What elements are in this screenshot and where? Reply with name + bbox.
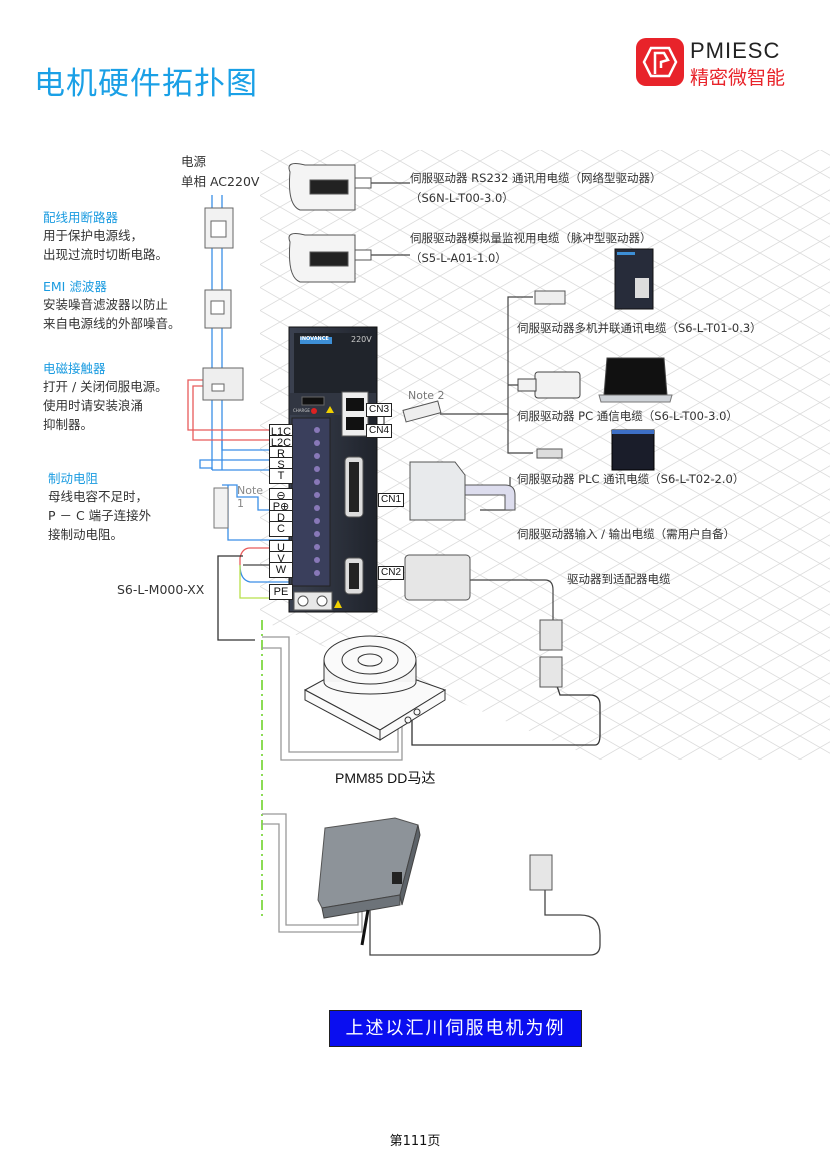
circuit-breaker-icon <box>204 207 234 249</box>
component-desc-line: 来自电源线的外部噪音。 <box>43 316 181 331</box>
component-title: 电磁接触器 <box>43 361 106 376</box>
example-banner: 上述以汇川伺服电机为例 <box>329 1010 582 1047</box>
component-title: 配线用断路器 <box>43 210 119 225</box>
component-desc-line: 抑制器。 <box>43 417 94 432</box>
connector-cn4: CN4 <box>366 424 393 438</box>
cable-analog-model: （S5-L-A01-1.0） <box>410 251 507 265</box>
connector-cn3: CN3 <box>366 403 393 417</box>
cable-analog-name: 伺服驱动器模拟量监视用电缆（脉冲型驱动器） <box>410 231 652 245</box>
multi-drive-device-icon <box>614 248 654 310</box>
logo-name-en: PMIESC <box>690 38 781 63</box>
connector-cn2: CN2 <box>378 566 405 580</box>
drive-voltage: 220V <box>351 335 372 344</box>
cable-plc: 伺服驱动器 PLC 通讯电缆（S6-L-T02-2.0） <box>517 472 745 486</box>
servo-drive-icon <box>288 326 378 613</box>
drive-brand: INOVANCE <box>300 336 329 342</box>
page-title: 电机硬件拓扑图 <box>34 66 258 102</box>
component-desc-line: 安装噪音滤波器以防止 <box>43 297 169 312</box>
component-circuit-breaker: 配线用断路器 用于保护电源线， 出现过流时切断电路。 <box>43 207 168 264</box>
component-desc-line: 用于保护电源线， <box>43 228 144 243</box>
terminal-c: C <box>269 521 293 537</box>
pmiesc-logo-icon <box>636 38 684 86</box>
brake-resistor-icon <box>213 487 229 529</box>
rj45-connector-icon <box>402 290 566 423</box>
cable-rs232-model: （S6N-L-T00-3.0） <box>410 191 514 205</box>
note-1-number: 1 <box>237 497 244 510</box>
component-desc-line: 使用时请安装浪涌 <box>43 398 144 413</box>
db9-connector-icon <box>517 371 581 399</box>
logo-name-cn: 精密微智能 <box>690 67 786 89</box>
component-contactor: 电磁接触器 打开 / 关闭伺服电源。 使用时请安装浪涌 抑制器。 <box>43 358 168 434</box>
component-title: 制动电阻 <box>48 471 99 486</box>
drive-panel-icon <box>288 163 372 283</box>
cable-pc: 伺服驱动器 PC 通信电缆（S6-L-T00-3.0） <box>517 409 738 423</box>
emi-filter-icon <box>204 289 232 329</box>
terminal-t: T <box>269 468 293 484</box>
component-title: EMI 滤波器 <box>43 279 107 294</box>
note-1-label: Note <box>237 484 264 497</box>
plc-device-icon <box>611 429 655 471</box>
cable-adapter: 驱动器到适配器电缆 <box>567 572 671 586</box>
laptop-icon <box>598 357 673 403</box>
linear-stage-icon <box>317 817 421 946</box>
contactor-icon <box>202 367 244 401</box>
note-1: Note 1 <box>237 484 263 510</box>
note-2: Note 2 <box>408 389 445 402</box>
charge-label: CHARGE <box>293 408 310 413</box>
component-desc-line: 出现过流时切断电路。 <box>43 247 169 262</box>
motor-wires <box>217 555 601 956</box>
io-connector-icon <box>409 461 516 521</box>
terminal-pe: PE <box>269 584 293 600</box>
component-desc-line: 母线电容不足时， <box>48 489 149 504</box>
page-number: 第111页 <box>389 1134 441 1149</box>
brand-logo: PMIESC 精密微智能 <box>636 38 806 90</box>
component-brake-resistor: 制动电阻 母线电容不足时， P － C 端子连接外 接制动电阻。 <box>48 468 151 544</box>
component-desc-line: 接制动电阻。 <box>48 527 124 542</box>
dd-motor-icon <box>303 635 447 741</box>
terminal-w: W <box>269 562 293 578</box>
cable-multi-drive: 伺服驱动器多机并联通讯电缆（S6-L-T01-0.3） <box>517 321 762 335</box>
power-title: 电源 <box>181 154 207 169</box>
connector-cn1: CN1 <box>378 493 405 507</box>
cable-rs232-name: 伺服驱动器 RS232 通讯用电缆（网络型驱动器） <box>410 171 662 185</box>
motor-cable-model: S6-L-M000-XX <box>117 582 205 597</box>
motor-name: PMM85 DD马达 <box>335 770 436 786</box>
component-desc-line: P － C 端子连接外 <box>48 508 152 523</box>
cable-io: 伺服驱动器输入 / 输出电缆（需用户自备） <box>517 527 736 541</box>
adapter-connector-icon <box>404 554 563 891</box>
power-spec: 单相 AC220V <box>181 174 260 189</box>
plc-cable-connector-icon <box>536 448 563 459</box>
component-emi-filter: EMI 滤波器 安装噪音滤波器以防止 来自电源线的外部噪音。 <box>43 276 181 333</box>
component-desc-line: 打开 / 关闭伺服电源。 <box>43 379 168 394</box>
